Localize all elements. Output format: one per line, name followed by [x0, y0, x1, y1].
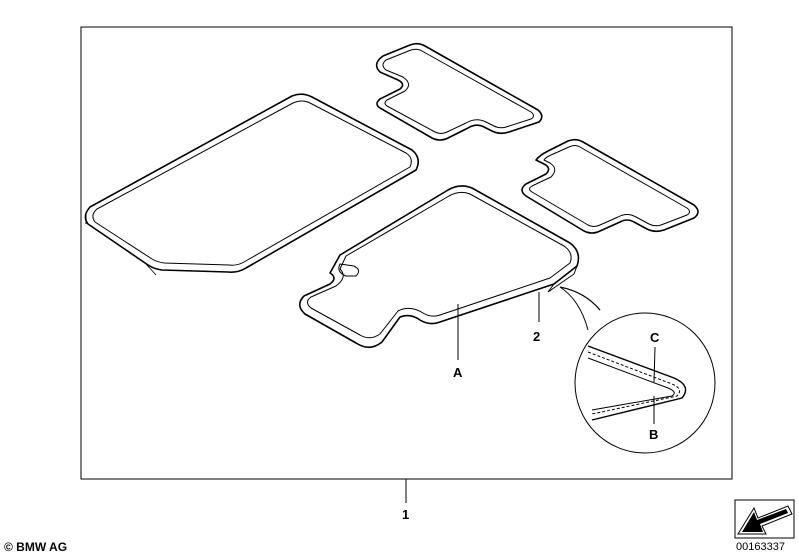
callout-c-label: C: [650, 330, 660, 345]
arrow-icon: [734, 499, 795, 539]
document-number: 00163337: [736, 541, 785, 553]
front-mat: [298, 185, 580, 349]
part-1-label: 1: [402, 507, 410, 522]
top-small-mat: [375, 42, 543, 141]
leader-lines: [405, 292, 540, 503]
copyright-text: © BMW AG: [4, 540, 68, 554]
part-2-label: 2: [533, 329, 541, 344]
detail-callout: [559, 286, 716, 454]
rear-mat: [84, 93, 420, 276]
callout-b-label: B: [649, 427, 659, 442]
callout-a-label: A: [453, 365, 463, 380]
right-small-mat: [521, 138, 699, 234]
